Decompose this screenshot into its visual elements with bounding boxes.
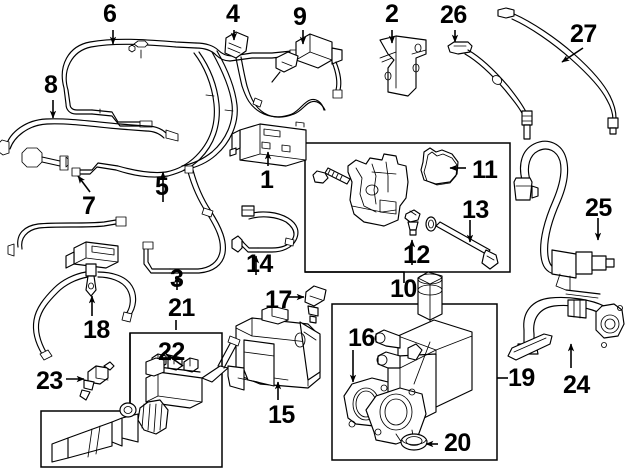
callout-label-17[interactable]: 17	[265, 286, 292, 314]
part-4-purge-connector	[224, 31, 326, 118]
part-15-egr-valve	[227, 305, 321, 391]
callout-label-23[interactable]: 23	[36, 367, 63, 395]
callout-label-18[interactable]: 18	[83, 316, 110, 344]
callout-label-10[interactable]: 10	[390, 275, 417, 303]
part-26-oxygen-sensor	[447, 41, 533, 140]
part-25-sensor-hose	[513, 140, 615, 299]
callout-label-13[interactable]: 13	[462, 196, 489, 224]
part-2-bracket	[379, 35, 427, 97]
callout-label-12[interactable]: 12	[403, 241, 430, 269]
callout-label-15[interactable]: 15	[268, 401, 295, 429]
part-8-vapor-tube	[0, 118, 179, 171]
callout-label-11[interactable]: 11	[472, 156, 498, 184]
callout-label-27[interactable]: 27	[570, 20, 597, 48]
part-23-fuel-injector	[79, 361, 115, 401]
part-13-bolt	[435, 221, 499, 270]
callout-label-7[interactable]: 7	[82, 192, 96, 220]
callout-label-6[interactable]: 6	[103, 0, 117, 28]
group-box-19	[331, 303, 498, 461]
callout-label-2[interactable]: 2	[385, 0, 399, 28]
callout-label-24[interactable]: 24	[563, 371, 590, 399]
callout-label-26[interactable]: 26	[440, 1, 467, 29]
callout-label-14[interactable]: 14	[246, 250, 273, 278]
part-12-grommet	[404, 209, 437, 236]
part-20-seal-ring	[400, 433, 428, 451]
callout-label-3[interactable]: 3	[170, 265, 184, 293]
callout-label-8[interactable]: 8	[44, 71, 58, 99]
callout-label-25[interactable]: 25	[585, 194, 612, 222]
leader-10-bracket	[305, 271, 405, 283]
part-21-intake-duct	[51, 335, 241, 463]
part-7-vapor-hose-lower	[7, 216, 127, 257]
part-10-canister-body	[347, 153, 409, 227]
callout-label-5[interactable]: 5	[155, 173, 169, 201]
leader-27	[561, 47, 584, 63]
callout-label-21[interactable]: 21	[168, 294, 195, 322]
callout-label-1[interactable]: 1	[260, 166, 274, 194]
leader-lines	[49, 30, 602, 448]
part-3-vapor-hose	[142, 165, 226, 274]
part-14-vacuum-hose	[231, 205, 299, 253]
part-19-egr-cooler	[365, 271, 473, 447]
leader-7	[77, 175, 91, 193]
part-11-gasket	[420, 147, 459, 186]
group-box-10	[304, 142, 511, 273]
callout-label-22[interactable]: 22	[158, 338, 185, 366]
part-27-oxygen-sensor	[497, 7, 619, 135]
part-18-pcv-assembly	[32, 241, 137, 361]
callout-label-9[interactable]: 9	[293, 3, 307, 31]
callout-label-20[interactable]: 20	[444, 429, 471, 457]
part-24-egr-tube	[507, 296, 625, 361]
callout-label-16[interactable]: 16	[348, 324, 375, 352]
callout-label-4[interactable]: 4	[226, 0, 240, 28]
part-bolt-small	[312, 167, 351, 185]
leader-22	[165, 353, 184, 367]
part-9-purge-valve	[271, 33, 343, 99]
callout-label-19[interactable]: 19	[508, 364, 535, 392]
part-1-vapor-canister	[229, 121, 307, 167]
part-17-vacuum-connector	[304, 285, 327, 324]
